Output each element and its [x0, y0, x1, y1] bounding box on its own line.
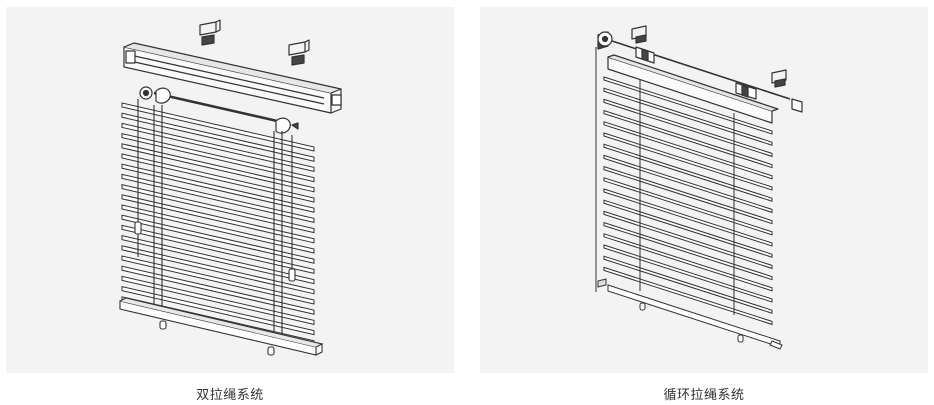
mounting-bracket-right: [288, 39, 310, 66]
slat-loop-3: [603, 98, 773, 158]
slat-loop-8: [603, 154, 773, 214]
slat-loop-6: [603, 132, 773, 191]
mounting-bracket-left: [199, 19, 221, 46]
diagram-panel-loop-cord: [480, 7, 928, 373]
caption-double-cord: 双拉绳系统: [196, 388, 264, 403]
slat-5: [121, 143, 315, 193]
bottom-rail: [119, 297, 324, 356]
double-cord-blind-drawing: [119, 19, 342, 356]
cord-lock-left: [139, 86, 171, 104]
slat-loop-2: [603, 87, 773, 146]
tilt-rod: [153, 91, 287, 125]
slat-loop-11: [603, 188, 773, 247]
slat-loop-13: [603, 210, 773, 270]
slat-8: [121, 173, 315, 224]
slat-3: [121, 122, 315, 173]
mounting-bracket-side: [771, 69, 787, 88]
cord-lock-right: [275, 117, 299, 134]
slat-stack: [121, 102, 315, 346]
head-rail: [123, 42, 342, 114]
slat-loop-15: [603, 233, 773, 292]
diagram-panel-double-cord: [6, 7, 454, 373]
weight-clip: [597, 278, 607, 288]
slat-stack-loop: [603, 76, 773, 326]
slat-1: [121, 102, 315, 152]
slat-13: [121, 224, 315, 275]
slat-15: [121, 245, 315, 295]
slat-2: [121, 112, 315, 162]
slat-loop-9: [603, 165, 773, 225]
cord-tassel-left: [134, 221, 142, 235]
slat-loop-1: [603, 76, 773, 135]
loop-cord-blind-drawing: [595, 25, 803, 350]
end-cap-right: [267, 346, 275, 356]
slat-16: [121, 255, 315, 305]
slat-loop-5: [603, 121, 773, 180]
slat-14: [121, 234, 315, 285]
slat-loop-7: [603, 143, 773, 202]
slat-19: [121, 285, 315, 336]
mounting-bracket-top: [631, 25, 647, 44]
loop-cord-drive: [597, 31, 613, 50]
slat-17: [121, 265, 315, 315]
valance: [607, 54, 779, 124]
slat-10: [121, 194, 315, 244]
slat-loop-17: [603, 255, 773, 314]
slat-11: [121, 204, 315, 254]
slat-9: [121, 183, 315, 234]
end-cap-left-loop: [639, 302, 646, 311]
slat-loop-4: [603, 109, 773, 169]
slat-loop-14: [603, 221, 773, 281]
slat-6: [121, 153, 315, 203]
bottom-rail-loop: [597, 278, 783, 350]
slat-4: [121, 132, 315, 183]
slat-loop-12: [603, 199, 773, 258]
slat-loop-16: [603, 244, 773, 303]
spool-left: [635, 46, 655, 64]
cord-tassel-right: [288, 268, 296, 282]
end-cap-right-loop: [737, 334, 744, 343]
caption-loop-cord: 循环拉绳系统: [663, 388, 745, 403]
end-cap-left: [159, 320, 167, 330]
slat-7: [121, 163, 315, 213]
slat-18: [121, 275, 315, 326]
end-clip-right: [791, 98, 803, 113]
slat-12: [121, 214, 315, 264]
slat-loop-18: [603, 266, 773, 326]
spool-right: [735, 82, 757, 100]
slat-loop-10: [603, 177, 773, 236]
